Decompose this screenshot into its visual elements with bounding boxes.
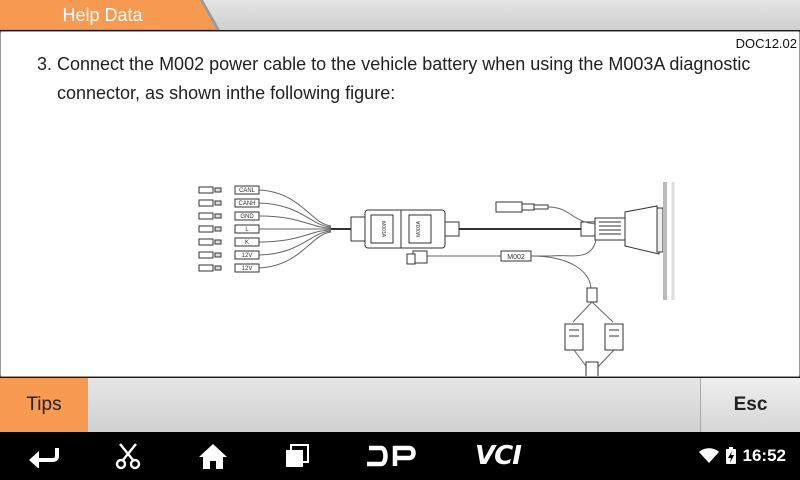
svg-text:M003A: M003A [380,221,386,238]
dp-icon[interactable] [364,432,418,480]
pin-label: CANH [238,201,255,207]
pin-label: 12V [242,253,253,259]
back-icon[interactable] [24,432,64,480]
svg-text:M003A: M003A [416,220,422,237]
page-title: Help Data [62,5,143,25]
clock: 16:52 [742,446,786,465]
pin-label: GND [240,214,254,220]
scissors-icon[interactable] [112,432,144,480]
doc-code: DOC12.02 [735,36,797,51]
battery-clamps [564,301,624,376]
pin-label: CANL [239,188,256,194]
battery-charging-icon [725,447,736,464]
pin-label: L [245,227,249,233]
help-content: DOC12.02 3. Connect the M002 power cable… [0,31,800,377]
pin-connector-group: CANL CANH GND L K [198,185,260,273]
action-bar: Tips Esc [0,378,800,432]
connection-figure: CANL CANH GND L K [198,182,675,376]
tips-button[interactable]: Tips [0,378,88,432]
obd-connector [594,182,675,300]
help-step-text: 3. Connect the M002 power cable to the v… [37,50,787,108]
step-body: Connect the M002 power cable to the vehi… [57,54,751,103]
step-number: 3. [37,54,53,74]
system-nav-bar: VCI 16:52 [0,432,800,480]
pin-label: K [245,240,249,246]
status-area: 16:52 [698,432,786,480]
m002-cable: M002 [406,239,598,303]
vci-icon[interactable]: VCI [475,441,522,471]
usb-plug [495,201,597,225]
esc-button[interactable]: Esc [700,378,800,432]
pin-label: 12V [242,266,253,272]
title-bar: Help Data [0,0,800,30]
recent-apps-icon[interactable] [282,432,312,480]
title-tab: Help Data [0,0,222,30]
m003a-adapter: M003A M003A [364,209,460,249]
svg-text:M002: M002 [507,254,525,261]
wifi-icon [698,448,719,463]
fan-wires [258,189,332,269]
home-icon[interactable] [196,432,230,480]
